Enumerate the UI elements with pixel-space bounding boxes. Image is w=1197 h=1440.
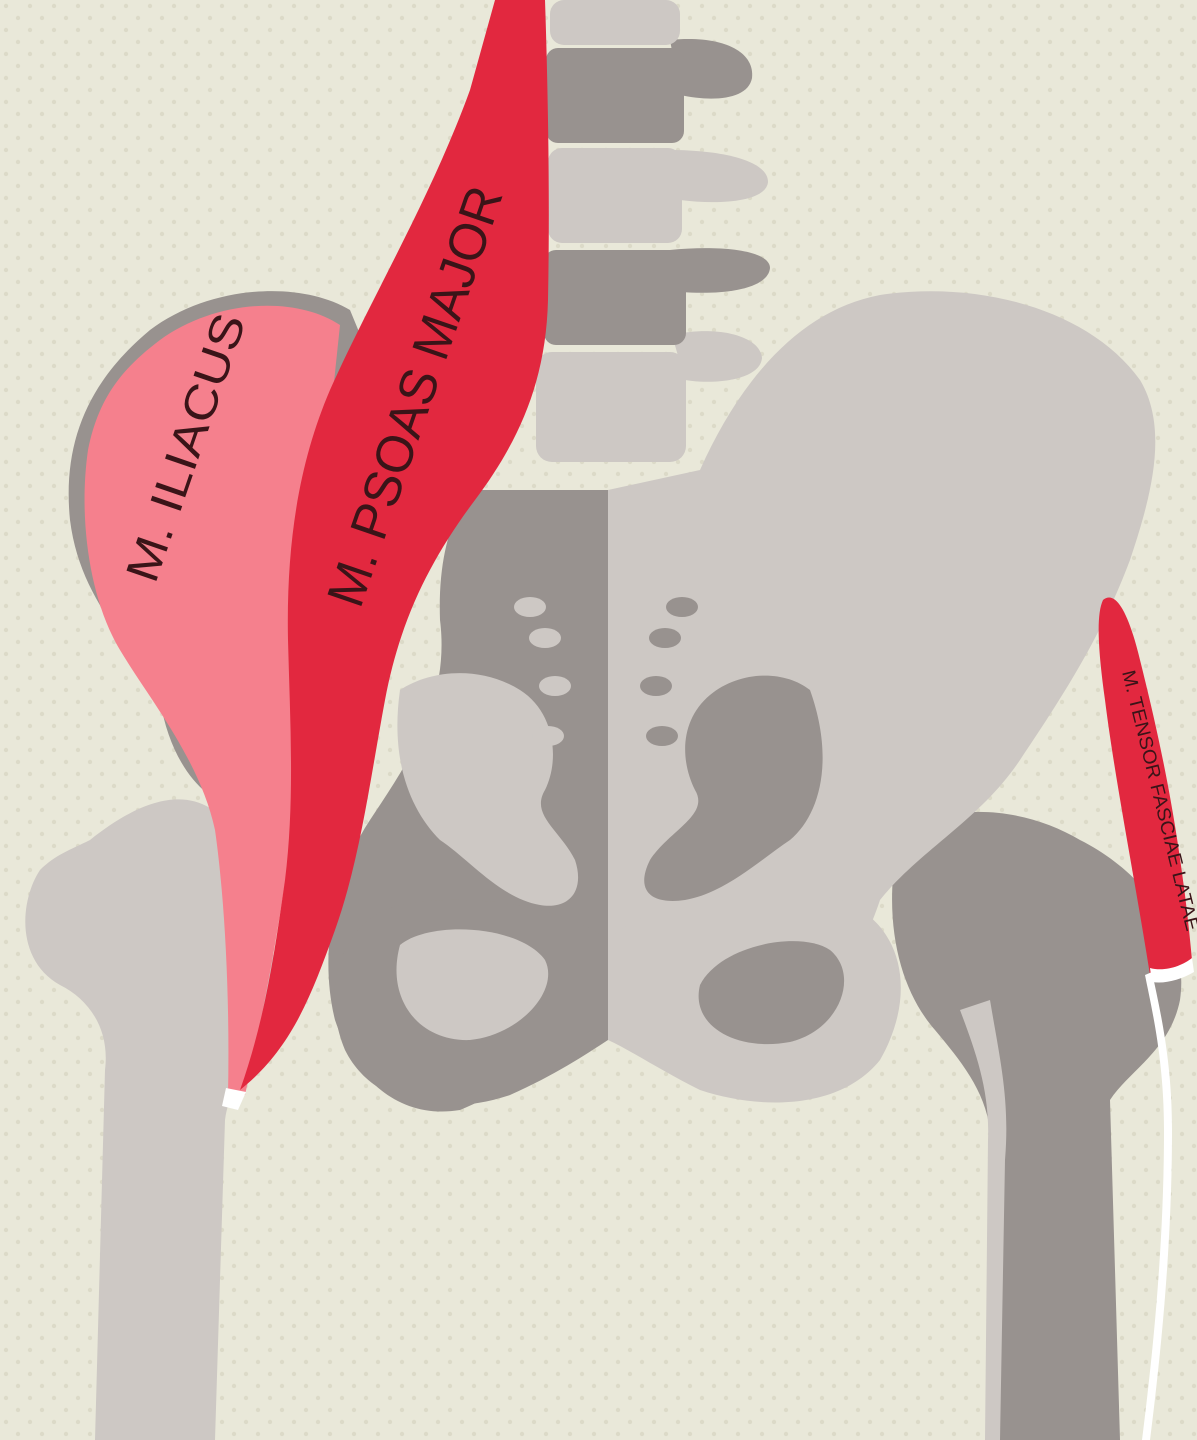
sacral-foramen xyxy=(666,597,698,617)
vertebra xyxy=(548,148,682,243)
sacral-foramen xyxy=(646,726,678,746)
sacral-foramen xyxy=(649,628,681,648)
sacral-foramen xyxy=(539,676,571,696)
sacral-foramen xyxy=(640,676,672,696)
vertebra xyxy=(536,352,686,462)
intervertebral-disc xyxy=(544,250,686,345)
intervertebral-disc xyxy=(546,48,684,143)
sacral-foramen xyxy=(529,628,561,648)
vertebra xyxy=(550,0,680,45)
sacral-foramen xyxy=(514,597,546,617)
sacral-foramen xyxy=(532,726,564,746)
